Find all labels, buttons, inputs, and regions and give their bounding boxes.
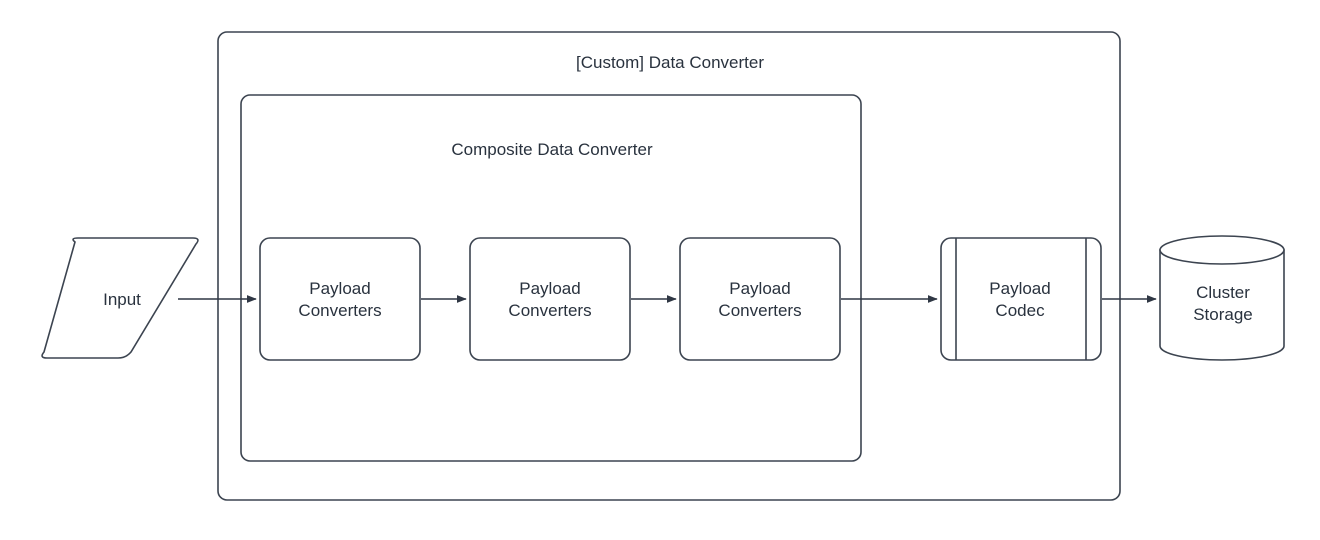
node-cluster-storage-shape[interactable] xyxy=(1159,249,1285,361)
node-input-shape[interactable] xyxy=(41,237,199,359)
cluster-storage-top-ellipse xyxy=(1159,235,1285,265)
node-payload-converters-3-shape[interactable] xyxy=(679,237,841,361)
node-payload-codec-shape[interactable] xyxy=(940,237,1102,361)
node-payload-converters-1-shape[interactable] xyxy=(259,237,421,361)
node-payload-converters-2-shape[interactable] xyxy=(469,237,631,361)
